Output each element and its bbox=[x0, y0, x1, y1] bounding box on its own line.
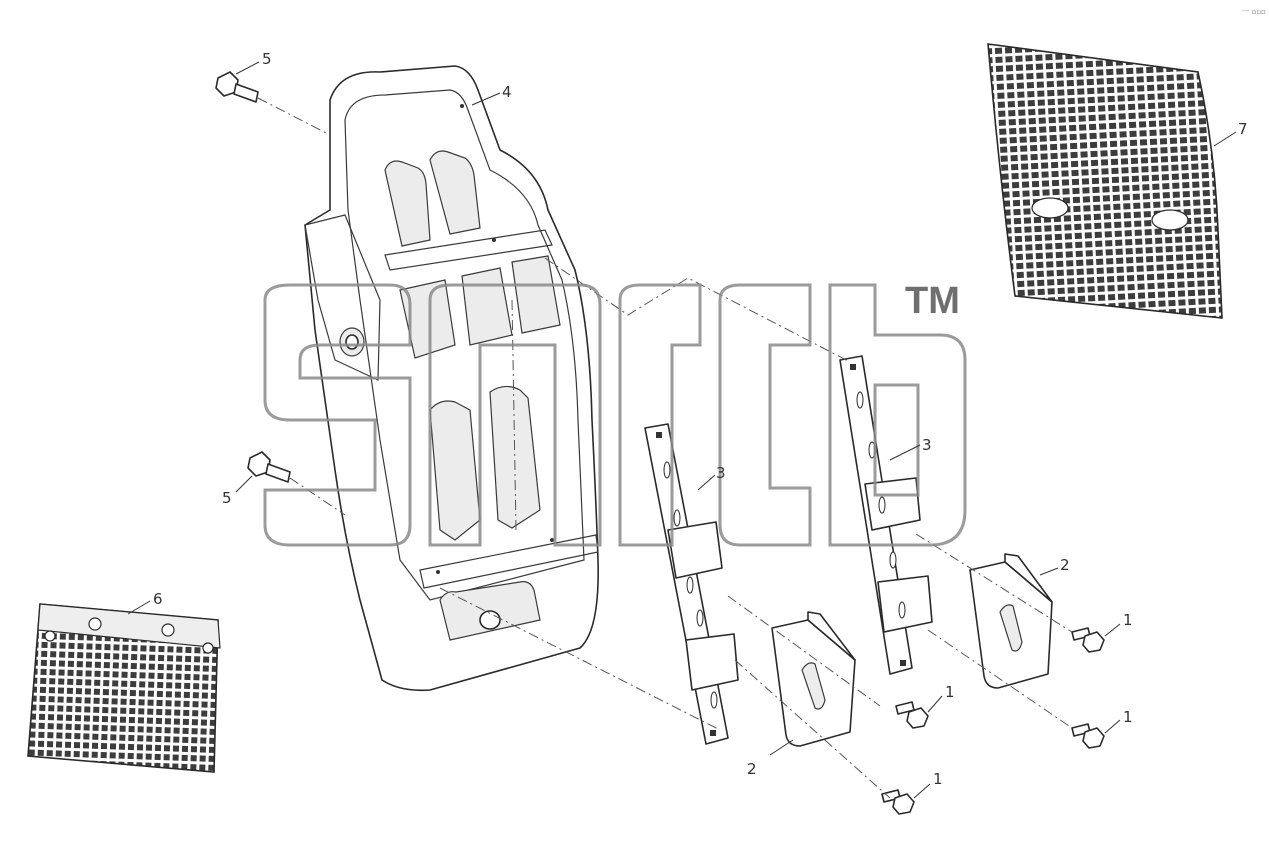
callout-1: 1 bbox=[933, 770, 943, 788]
callout-7: 7 bbox=[1238, 120, 1248, 138]
bracket-part-3-right bbox=[839, 355, 933, 675]
callout-6: 6 bbox=[153, 590, 163, 608]
callout-5: 5 bbox=[222, 489, 232, 507]
assembly-leader-lines bbox=[257, 97, 1073, 799]
callout-3: 3 bbox=[922, 436, 932, 454]
bolt-part-1-c bbox=[895, 701, 929, 729]
callout-1: 1 bbox=[1123, 708, 1133, 726]
bolt-part-1-b bbox=[1071, 723, 1105, 749]
callout-2: 2 bbox=[1060, 556, 1070, 574]
grille-panel-part-6 bbox=[27, 603, 221, 773]
callout-2: 2 bbox=[747, 760, 757, 778]
callout-labels: 1 1 1 1 2 2 3 3 4 5 5 6 7 bbox=[127, 50, 1248, 799]
callout-1: 1 bbox=[945, 683, 955, 701]
corner-mark: ⁻⁻ ▫▫▫ bbox=[1242, 8, 1266, 16]
plate-part-2-left bbox=[771, 611, 856, 747]
callout-3: 3 bbox=[716, 464, 726, 482]
grille-panel-part-7 bbox=[987, 43, 1223, 319]
callout-5: 5 bbox=[262, 50, 272, 68]
bracket-part-3-left bbox=[644, 423, 739, 745]
screw-part-5-bottom bbox=[247, 451, 291, 483]
mudguard-panel-part-4 bbox=[304, 65, 599, 692]
bolt-part-1-a bbox=[1071, 627, 1105, 653]
plate-part-2-right bbox=[969, 553, 1053, 689]
trademark-symbol: TM bbox=[905, 280, 960, 322]
watermark-logo: TM bbox=[263, 280, 967, 547]
bolt-part-1-d bbox=[881, 789, 915, 815]
screw-part-5-top bbox=[215, 71, 259, 103]
callout-4: 4 bbox=[502, 83, 512, 101]
callout-1: 1 bbox=[1123, 611, 1133, 629]
